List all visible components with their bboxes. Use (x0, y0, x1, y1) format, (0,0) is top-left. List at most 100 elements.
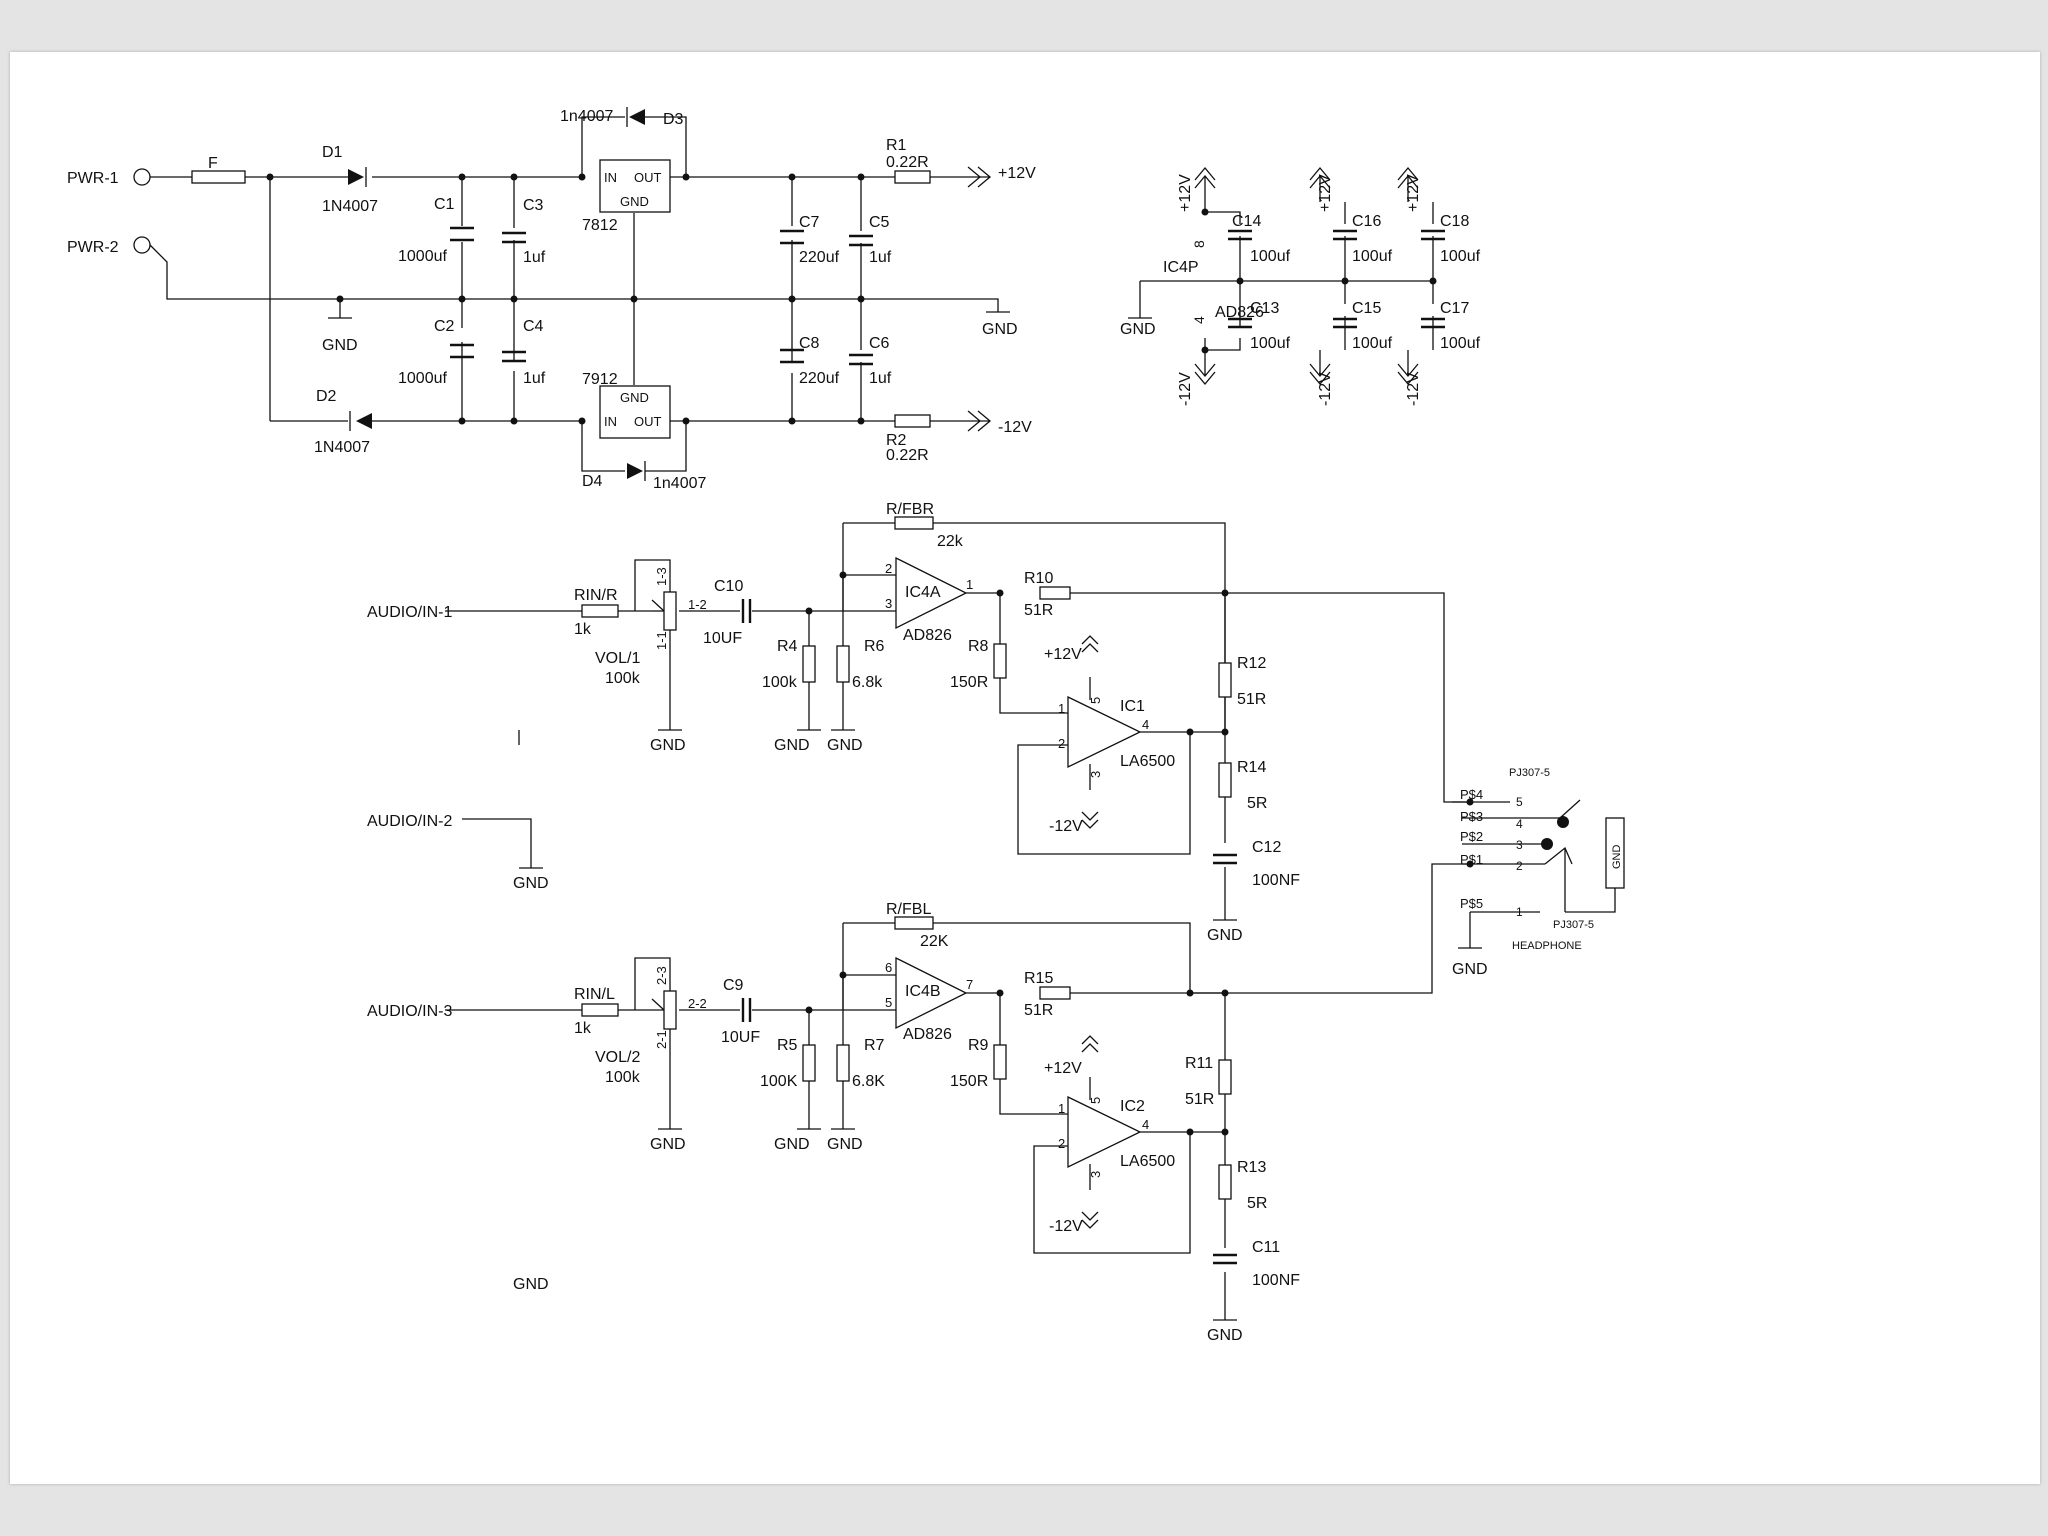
supply-d2-val-label: 1N4007 (314, 439, 370, 456)
supply-rail_pos-label: +12V (1044, 646, 1082, 663)
right-rin-ref-label: RIN/R (574, 587, 618, 604)
left-rout-ref-label: R15 (1024, 970, 1053, 987)
decoupling-c16-val-label: 100uf (1352, 248, 1393, 265)
supply-rail_neg-label: -12V (1049, 818, 1083, 835)
supply-gnd-label: GND (650, 737, 686, 754)
supply-reg_neg-name-label: 7912 (582, 371, 618, 388)
right-buf-pin_ni-label: 1 (1058, 701, 1065, 716)
left-opamp-pin_inv-label: 6 (885, 960, 892, 975)
left-rfb-val-label: 22K (920, 933, 949, 950)
left-vol-val-label: 100k (605, 1069, 641, 1086)
schematic-sheet (10, 52, 2040, 1484)
supply-rail_pos-label: +12V (1317, 174, 1334, 212)
supply-d2-ref-label: D2 (316, 388, 337, 405)
right-rfb-ref-label: R/FBR (886, 501, 934, 518)
left-rser-ref-label: R11 (1185, 1055, 1213, 1072)
decoupling-c16-ref-label: C16 (1352, 213, 1381, 230)
supply-c1-val-label: 1000uf (398, 248, 447, 265)
supply-d3-val-label: 1n4007 (560, 108, 613, 125)
left-vol-p3-label: 2-3 (654, 966, 669, 985)
supply-rail_pos-label: +12V (1177, 174, 1194, 212)
supply-rail_pos-label: +12V (1405, 174, 1422, 212)
jack-pins-3-num-label: 2 (1516, 859, 1523, 873)
left-cz-val-label: 100NF (1252, 1272, 1300, 1289)
left-cin-ref-label: C9 (723, 977, 744, 994)
supply-c6-ref-label: C6 (869, 335, 890, 352)
supply-c7-ref-label: C7 (799, 214, 820, 231)
right-rz-ref-label: R14 (1237, 759, 1266, 776)
left-rin-ref-label: RIN/L (574, 986, 615, 1003)
supply-r2-ref-label: R2 (886, 432, 907, 449)
audio-in1-label: AUDIO/IN-1 (367, 604, 452, 621)
supply-c6-val-label: 1uf (869, 370, 892, 387)
right-vol-p3-label: 1-3 (654, 567, 669, 586)
right-rfb-val-label: 22k (937, 533, 964, 550)
decoupling-c13-ref-label: C13 (1250, 300, 1279, 317)
right-rout-ref-label: R10 (1024, 570, 1053, 587)
jack-pins-1-label-label: P$3 (1460, 809, 1483, 824)
supply-gnd-label: GND (1120, 321, 1156, 338)
jack-gnd-label: GND (1452, 961, 1488, 978)
right-opamp-val-label: AD826 (903, 627, 952, 644)
jack-gnd-label: GND (1611, 845, 1623, 870)
right-rgnd-val-label: 6.8k (852, 674, 883, 691)
right-vol-p2-label: 1-2 (688, 597, 707, 612)
right-opamp-pin_inv-label: 2 (885, 561, 892, 576)
decoupling-c14-ref-label: C14 (1232, 213, 1261, 230)
supply-rail_neg-label: -12V (1317, 372, 1334, 406)
supply-c4-ref-label: C4 (523, 318, 544, 335)
jack-pins-1-num-label: 4 (1516, 817, 1523, 831)
right-rbias-val-label: 100k (762, 674, 798, 691)
supply-reg_pos-name-label: 7812 (582, 217, 618, 234)
left-opamp-val-label: AD826 (903, 1026, 952, 1043)
supply-c5-ref-label: C5 (869, 214, 890, 231)
supply-d4-val-label: 1n4007 (653, 475, 706, 492)
right-cz-val-label: 100NF (1252, 872, 1300, 889)
right-opamp-pin_out-label: 1 (966, 577, 973, 592)
right-buf-pin_out-label: 4 (1142, 717, 1149, 732)
right-buf-pin_vp-label: 5 (1088, 697, 1103, 704)
supply-rail_neg-label: -12V (1405, 372, 1422, 406)
supply-c2-val-label: 1000uf (398, 370, 447, 387)
supply-d1-val-label: 1N4007 (322, 198, 378, 215)
left-opamp-pin_out-label: 7 (966, 977, 973, 992)
left-rz-ref-label: R13 (1237, 1159, 1266, 1176)
left-rdrv-val-label: 150R (950, 1073, 988, 1090)
supply-gnd-label: GND (982, 321, 1018, 338)
right-rz-val-label: 5R (1247, 795, 1267, 812)
left-rgnd-ref-label: R7 (864, 1037, 885, 1054)
supply-gnd-label: GND (1207, 927, 1243, 944)
decoupling-c17-ref-label: C17 (1440, 300, 1469, 317)
left-rbias-val-label: 100K (760, 1073, 798, 1090)
supply-c3-ref-label: C3 (523, 197, 544, 214)
supply-reg_neg-pin_out-label: OUT (634, 414, 662, 429)
right-rgnd-ref-label: R6 (864, 638, 885, 655)
junctions (266, 173, 1474, 1136)
right-rin-val-label: 1k (574, 621, 592, 638)
supply-reg_pos-pin_out-label: OUT (634, 170, 662, 185)
supply-gnd-label: GND (513, 1276, 549, 1293)
jack-pins-0-num-label: 5 (1516, 795, 1523, 809)
supply-reg_neg-pin_gnd-label: GND (620, 390, 649, 405)
right-rdrv-ref-label: R8 (968, 638, 989, 655)
supply-r1-val-label: 0.22R (886, 154, 929, 171)
left-buf-val-label: LA6500 (1120, 1153, 1175, 1170)
decoupling-c14-val-label: 100uf (1250, 248, 1291, 265)
right-vol-ref-label: VOL/1 (595, 650, 640, 667)
pwr1-label: PWR-1 (67, 170, 119, 187)
left-buf-pin_ni-label: 1 (1058, 1101, 1065, 1116)
right-rout-val-label: 51R (1024, 602, 1053, 619)
left-rin-val-label: 1k (574, 1020, 592, 1037)
supply-c7-val-label: 220uf (799, 249, 840, 266)
jack-pins-2-label-label: P$2 (1460, 829, 1483, 844)
jack-part-label: PJ307-5 (1509, 767, 1550, 779)
left-opamp-ref-label: IC4B (905, 983, 941, 1000)
supply-c8-val-label: 220uf (799, 370, 840, 387)
supply-gnd-label: GND (774, 737, 810, 754)
supply-gnd-label: GND (513, 875, 549, 892)
supply-c8-ref-label: C8 (799, 335, 820, 352)
right-vol-p1-label: 1-1 (654, 631, 669, 650)
right-buf-ref-label: IC1 (1120, 698, 1145, 715)
decoupling-ad826-label: AD826 (1215, 304, 1264, 321)
